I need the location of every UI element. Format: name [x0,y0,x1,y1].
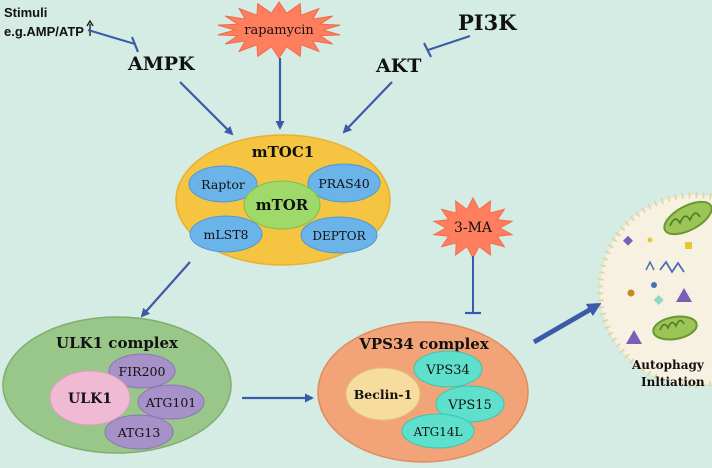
stimuli-line-1: Stimuli [4,5,47,20]
beclin1-node: Beclin-1 [345,367,421,421]
stimuli-to-ampk-edge [87,29,140,53]
autophagy-label-line-1: Autophagy [631,358,705,372]
atg101-node: ATG101 [137,384,205,420]
atg14l-node: ATG14L [401,413,475,449]
deptor-label: DEPTOR [312,229,366,243]
cargo-caret-icon [645,260,655,271]
beclin1-label: Beclin-1 [354,387,413,402]
cargo-dot-icon-3 [647,237,653,243]
autophagy-label-line-2: Inltiation [641,375,705,389]
atg101-label: ATG101 [145,395,197,410]
fir200-label: FIR200 [119,364,166,379]
vps34-node: VPS34 [413,350,483,388]
three-ma-to-vps34-edge [465,256,481,315]
vps34-to-autophagy-edge [532,302,602,345]
vps15-node: VPS15 [435,385,505,423]
autophagy-cell: Autophagy Inltiation [597,192,712,389]
cargo-diamond-icon [623,235,633,246]
ampk-to-mtoc1-edge [179,81,234,136]
cargo-triangle-icon [676,288,692,302]
akt-label: AKT [375,55,421,77]
stimuli-label: Stimuli e.g.AMP/ATP [4,5,94,39]
pras40-label: PRAS40 [318,176,369,191]
vps34-label: VPS34 [425,363,470,378]
atg14l-label: ATG14L [413,425,463,439]
vps15-label: VPS15 [447,398,492,413]
raptor-node: Raptor [188,165,258,203]
rapamycin-starburst: rapamycin [217,1,341,59]
vps34-complex-title: VPS34 complex [358,335,490,353]
mtoc1-to-ulk1-edge [140,261,191,318]
mitochondria-icon [663,200,712,236]
ampk-label: AMPK [127,53,196,75]
akt-to-mtoc1-edge [342,81,393,134]
mtoc1-complex: mTOC1 Raptor PRAS40 mLST8 DEPTOR mTOR [175,134,391,266]
pi3k-to-akt-edge [423,35,471,58]
pi3k-label: PI3K [458,10,517,35]
ulk1-label: ULK1 [68,391,112,407]
atg13-node: ATG13 [104,414,174,450]
three-ma-starburst: 3-MA [432,196,514,260]
cargo-dot-icon-2 [651,282,657,288]
deptor-node: DEPTOR [300,216,378,254]
pras40-node: PRAS40 [307,163,381,203]
cargo-dot-icon [627,289,635,297]
rapamycin-label: rapamycin [244,23,314,38]
up-arrow-icon [86,19,94,36]
ulk1-complex-title: ULK1 complex [56,334,179,352]
stimuli-line-2: e.g.AMP/ATP [4,24,84,39]
fir200-node: FIR200 [108,353,176,389]
three-ma-label: 3-MA [454,220,493,236]
cargo-square-icon [685,242,692,249]
cargo-zigzag-icon [659,260,685,274]
ulk1-complex: ULK1 complex FIR200 ATG101 ATG13 ULK1 [2,316,232,454]
mtor-node: mTOR [243,180,321,230]
raptor-label: Raptor [201,177,245,192]
ulk1-node: ULK1 [49,370,131,426]
atg13-label: ATG13 [117,425,161,440]
cargo-triangle-icon-2 [626,330,642,344]
mtoc1-title: mTOC1 [252,143,314,161]
mlst8-node: mLST8 [189,215,263,253]
mlst8-label: mLST8 [203,227,248,242]
mtor-label: mTOR [256,196,309,214]
vps34-complex: VPS34 complex Beclin-1 VPS34 VPS15 ATG14… [317,321,529,463]
mitochondria-icon-2 [652,315,698,341]
